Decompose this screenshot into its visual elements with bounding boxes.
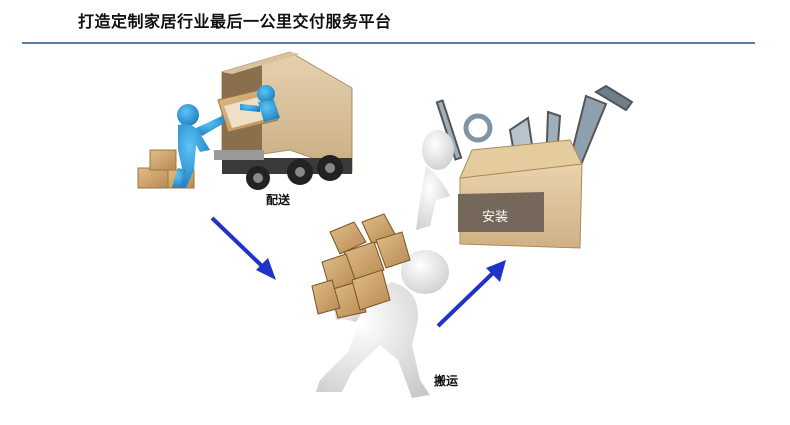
title-divider	[22, 42, 755, 44]
toolbox-with-tools-icon	[416, 84, 634, 249]
step-label-install: 安装	[482, 210, 509, 225]
worker-carrying-boxes-icon	[311, 213, 449, 398]
step-label-carry: 搬运	[434, 374, 459, 388]
arrow-carry-to-install	[436, 260, 506, 328]
step-label-delivery: 配送	[266, 193, 291, 207]
delivery-truck-icon	[137, 51, 353, 190]
arrow-delivery-to-carry	[210, 216, 276, 280]
page-title: 打造定制家居行业最后一公里交付服务平台	[78, 12, 392, 31]
